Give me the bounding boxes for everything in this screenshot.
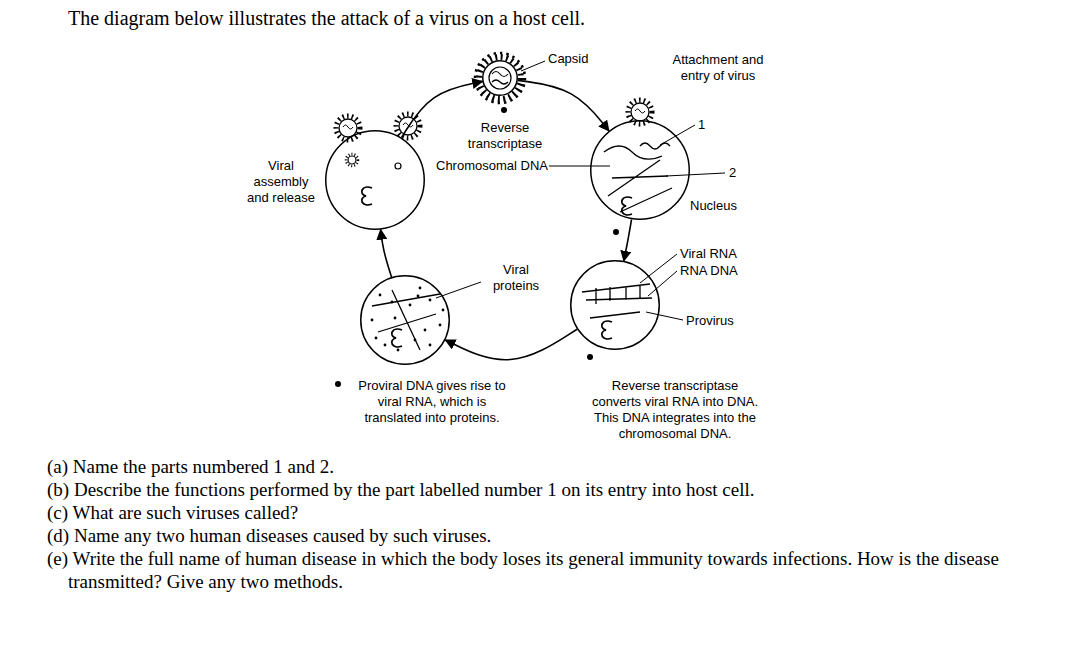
cycle-arrow: [445, 329, 577, 360]
virus-particle: [348, 156, 356, 164]
stage-caption: Reverse transcriptase converts viral RNA…: [588, 378, 762, 442]
protein-dot: [429, 344, 432, 347]
cell-outline-svg: [360, 275, 450, 365]
virus-particle: [631, 103, 649, 121]
protein-dot: [409, 304, 412, 307]
part-label: Chromosomal DNA: [436, 158, 548, 174]
stage-caption: Attachment and entry of virus: [663, 52, 773, 84]
step-dot: [613, 229, 619, 235]
viral-rna: [343, 125, 353, 129]
leader-lines: [436, 61, 725, 320]
cell-stage: Viral assembly and release: [325, 130, 425, 230]
provirus-dna: [582, 284, 652, 318]
viral-rna: [635, 109, 645, 113]
cell-stage: Reverse transcriptase converts viral RNA…: [570, 260, 660, 350]
question-text: (c) What are such viruses called?: [47, 501, 298, 524]
protein-dot: [384, 344, 387, 347]
question-text: (a) Name the parts numbered 1 and 2.: [47, 455, 334, 478]
cycle-arrow: [518, 80, 609, 130]
cell-outline: [361, 276, 450, 365]
cycle-arrow: [402, 82, 483, 138]
protein-dot: [379, 294, 382, 297]
protein-dot: [442, 309, 445, 312]
virus-particle: [395, 163, 401, 169]
cell-outline: [591, 121, 690, 220]
protein-dot: [414, 339, 417, 342]
part-label: Nucleus: [690, 198, 737, 214]
step-dot: [501, 107, 507, 113]
chromosome: [372, 290, 440, 350]
virus-core: [489, 67, 511, 89]
protein-dot: [417, 295, 420, 298]
leader-line: [646, 312, 683, 320]
protein-dot: [424, 329, 427, 332]
part-label: Reverse transcriptase: [460, 120, 550, 152]
leader-line: [521, 61, 545, 71]
cell-outline-svg: [570, 260, 660, 350]
dna-squiggle: [622, 197, 632, 215]
dna-squiggle: [392, 329, 402, 347]
leader-line: [549, 166, 610, 167]
cell-stage: Attachment and entry of virus: [590, 120, 690, 220]
cell-stage: Capsid: [482, 60, 518, 96]
cell-outline: [483, 61, 518, 96]
protein-dot: [439, 324, 442, 327]
cell-stage: Proviral DNA gives rise to viral RNA, wh…: [360, 275, 450, 365]
leader-line: [640, 254, 677, 283]
stage-caption: Capsid: [548, 51, 588, 67]
step-dot: [587, 354, 593, 360]
viral-protein-dots: [371, 287, 445, 352]
cell-outline-svg: [325, 130, 425, 230]
part-label: Viral RNA: [680, 246, 737, 262]
question-text: (b) Describe the functions performed by …: [47, 478, 755, 501]
virus-particle: [339, 119, 357, 137]
title-text: The diagram below illustrates the attack…: [68, 6, 585, 30]
stage-caption: Proviral DNA gives rise to viral RNA, wh…: [353, 378, 511, 426]
protein-dot: [419, 287, 422, 290]
part-label: Viral proteins: [484, 262, 548, 294]
leader-line: [648, 271, 677, 296]
part-label: RNA DNA: [680, 263, 738, 279]
chromosome: [608, 160, 672, 212]
question-text: (e) Write the full name of human disease…: [47, 547, 1037, 593]
leader-line: [666, 173, 725, 176]
cell-outline: [326, 131, 425, 230]
stage-caption: Viral assembly and release: [244, 158, 318, 206]
virus-spikes: [479, 57, 521, 99]
cell-outline-svg: [590, 120, 690, 220]
protein-dot: [397, 349, 400, 352]
virus-knobs: [475, 53, 525, 103]
protein-dot: [394, 317, 397, 320]
cell-outline: [571, 261, 660, 350]
dna-squiggle: [602, 321, 612, 339]
dna-squiggle: [362, 187, 372, 205]
cycle-arrow: [624, 219, 632, 261]
protein-dot: [429, 299, 432, 302]
cycle-arrow: [381, 230, 392, 277]
protein-dot: [375, 337, 378, 340]
virus-spikes: [346, 154, 358, 166]
virus-spikes: [336, 116, 360, 140]
viral-rna: [492, 72, 508, 85]
protein-dot: [371, 319, 374, 322]
viral-rna: [640, 143, 670, 149]
question-text: (d) Name any two human diseases caused b…: [47, 524, 491, 547]
part-label: Provirus: [686, 313, 734, 329]
cell-outline-svg: [482, 60, 518, 96]
protein-dot: [391, 301, 394, 304]
callout-number: 1: [698, 117, 705, 133]
step-dot: [335, 381, 341, 387]
callout-number: 2: [729, 165, 736, 181]
